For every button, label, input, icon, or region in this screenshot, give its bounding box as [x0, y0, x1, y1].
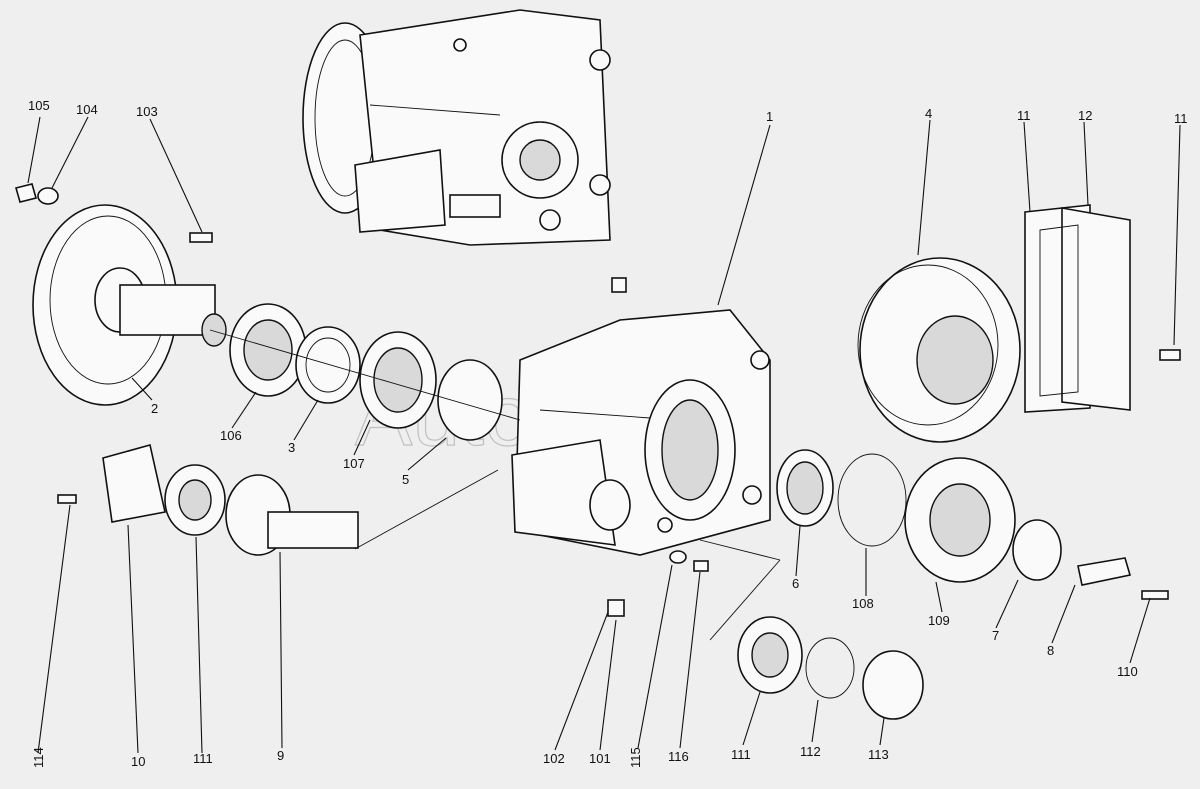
callout-5: 5 [402, 472, 409, 487]
input-shaft-components [229, 303, 503, 441]
callout-115: 115 [628, 747, 643, 768]
callout-9: 9 [277, 748, 284, 763]
fasteners [15, 183, 1181, 617]
flange-shaft [32, 204, 227, 406]
callout-110: 110 [1117, 664, 1138, 679]
callout-111-bottom: 111 [731, 747, 751, 762]
main-housing [511, 309, 771, 556]
assembly-axes [209, 329, 781, 641]
callout-109: 109 [928, 613, 950, 628]
callout-114: 114 [31, 747, 46, 768]
callout-1: 1 [766, 109, 773, 124]
assembled-gearbox [302, 9, 611, 246]
callout-10: 10 [131, 754, 145, 769]
callout-107: 107 [343, 456, 365, 471]
callout-116: 116 [668, 749, 689, 764]
callout-11-right: 11 [1174, 111, 1188, 126]
bottom-bearing-assembly [737, 616, 924, 720]
callout-111-left: 111 [193, 751, 213, 766]
callout-103: 103 [136, 104, 158, 119]
callout-8: 8 [1047, 643, 1054, 658]
callout-104: 104 [76, 102, 98, 117]
callout-11-top: 11 [1017, 108, 1031, 123]
callout-6: 6 [792, 576, 799, 591]
callout-101: 101 [589, 751, 611, 766]
callout-105: 105 [28, 98, 50, 113]
large-gear [857, 257, 1021, 443]
callout-4: 4 [925, 106, 932, 121]
callout-3: 3 [288, 440, 295, 455]
callout-7: 7 [992, 628, 999, 643]
callout-112: 112 [800, 744, 821, 759]
leader-lines [27, 116, 1181, 754]
callout-labels: 105 104 103 1 4 11 12 11 2 106 3 107 5 1… [28, 98, 1188, 769]
lower-left-assembly [102, 444, 359, 556]
cover-and-gasket [1024, 204, 1131, 413]
callout-12: 12 [1078, 108, 1092, 123]
callout-106: 106 [220, 428, 242, 443]
callout-102: 102 [543, 751, 565, 766]
lower-right-assembly [776, 449, 1132, 586]
callout-108: 108 [852, 596, 874, 611]
callout-113: 113 [868, 747, 889, 762]
callout-2: 2 [151, 401, 158, 416]
